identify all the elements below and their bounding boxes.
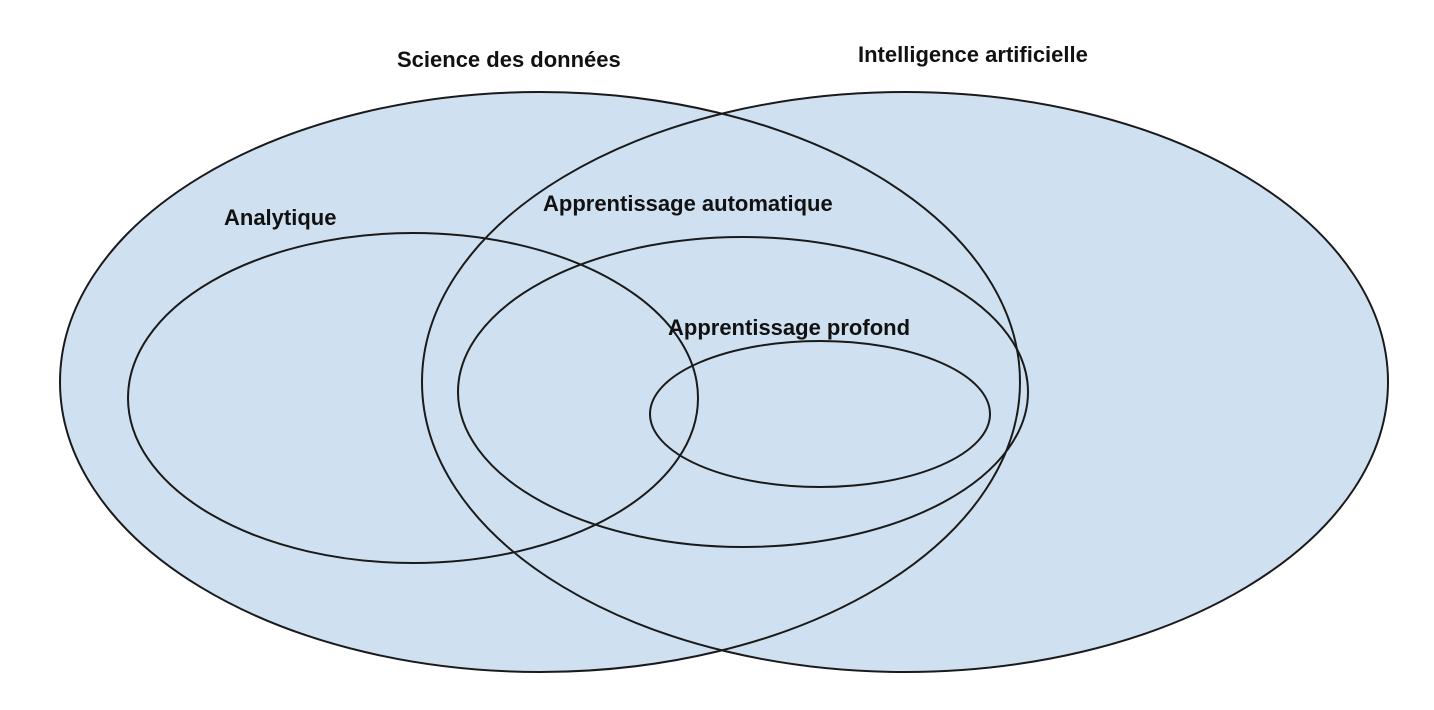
intelligence-artificielle-fill bbox=[422, 92, 1388, 672]
science-des-donnees-ellipse bbox=[59, 91, 1021, 673]
analytique-ellipse bbox=[127, 232, 699, 564]
apprentissage-profond-label: Apprentissage profond bbox=[668, 315, 910, 340]
apprentissage-automatique-label: Apprentissage automatique bbox=[543, 191, 833, 216]
intelligence-artificielle-label: Intelligence artificielle bbox=[858, 42, 1088, 67]
intelligence-artificielle-ellipse bbox=[421, 91, 1389, 673]
analytique-label: Analytique bbox=[224, 205, 336, 230]
science-des-donnees-label: Science des données bbox=[397, 47, 621, 72]
apprentissage-automatique-ellipse bbox=[457, 236, 1029, 548]
apprentissage-profond-ellipse bbox=[649, 340, 991, 488]
